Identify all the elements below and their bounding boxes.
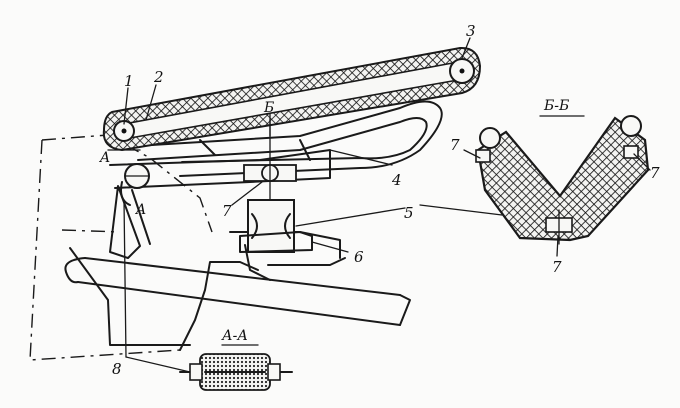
section-aa-title: А-А: [221, 328, 248, 344]
label-7-left: 7: [450, 136, 460, 154]
section-bb-title: Б-Б: [543, 98, 569, 114]
leader-lines: [107, 37, 651, 373]
label-6: 6: [354, 248, 364, 266]
left-roller: [120, 163, 150, 206]
central-mount: [239, 119, 313, 253]
label-8: 8: [112, 360, 122, 378]
mark-a-top: A: [98, 150, 110, 166]
label-5: 5: [404, 204, 414, 222]
label-1: 1: [124, 72, 134, 90]
label-7-right: 7: [650, 164, 660, 182]
section-aa-roller: [179, 353, 293, 391]
curved-tube: [134, 100, 443, 177]
label-3: 3: [466, 22, 476, 40]
label-2: 2: [153, 68, 164, 86]
support-bracket: [109, 139, 331, 259]
label-7-main: 7: [222, 202, 232, 220]
chassis-outline: [29, 134, 213, 361]
label-4: 4: [391, 171, 402, 189]
conveyor-belt: [102, 46, 482, 152]
labels: 1 2 3 4 5 6 7 7 7 7 8 A A Б Б-Б А-А: [98, 22, 660, 378]
section-bb-profile: [475, 115, 650, 245]
mark-b: Б: [263, 100, 274, 116]
mark-a-bottom: A: [134, 202, 146, 218]
lower-bar: [64, 257, 411, 326]
label-7-bottom: 7: [552, 258, 562, 276]
